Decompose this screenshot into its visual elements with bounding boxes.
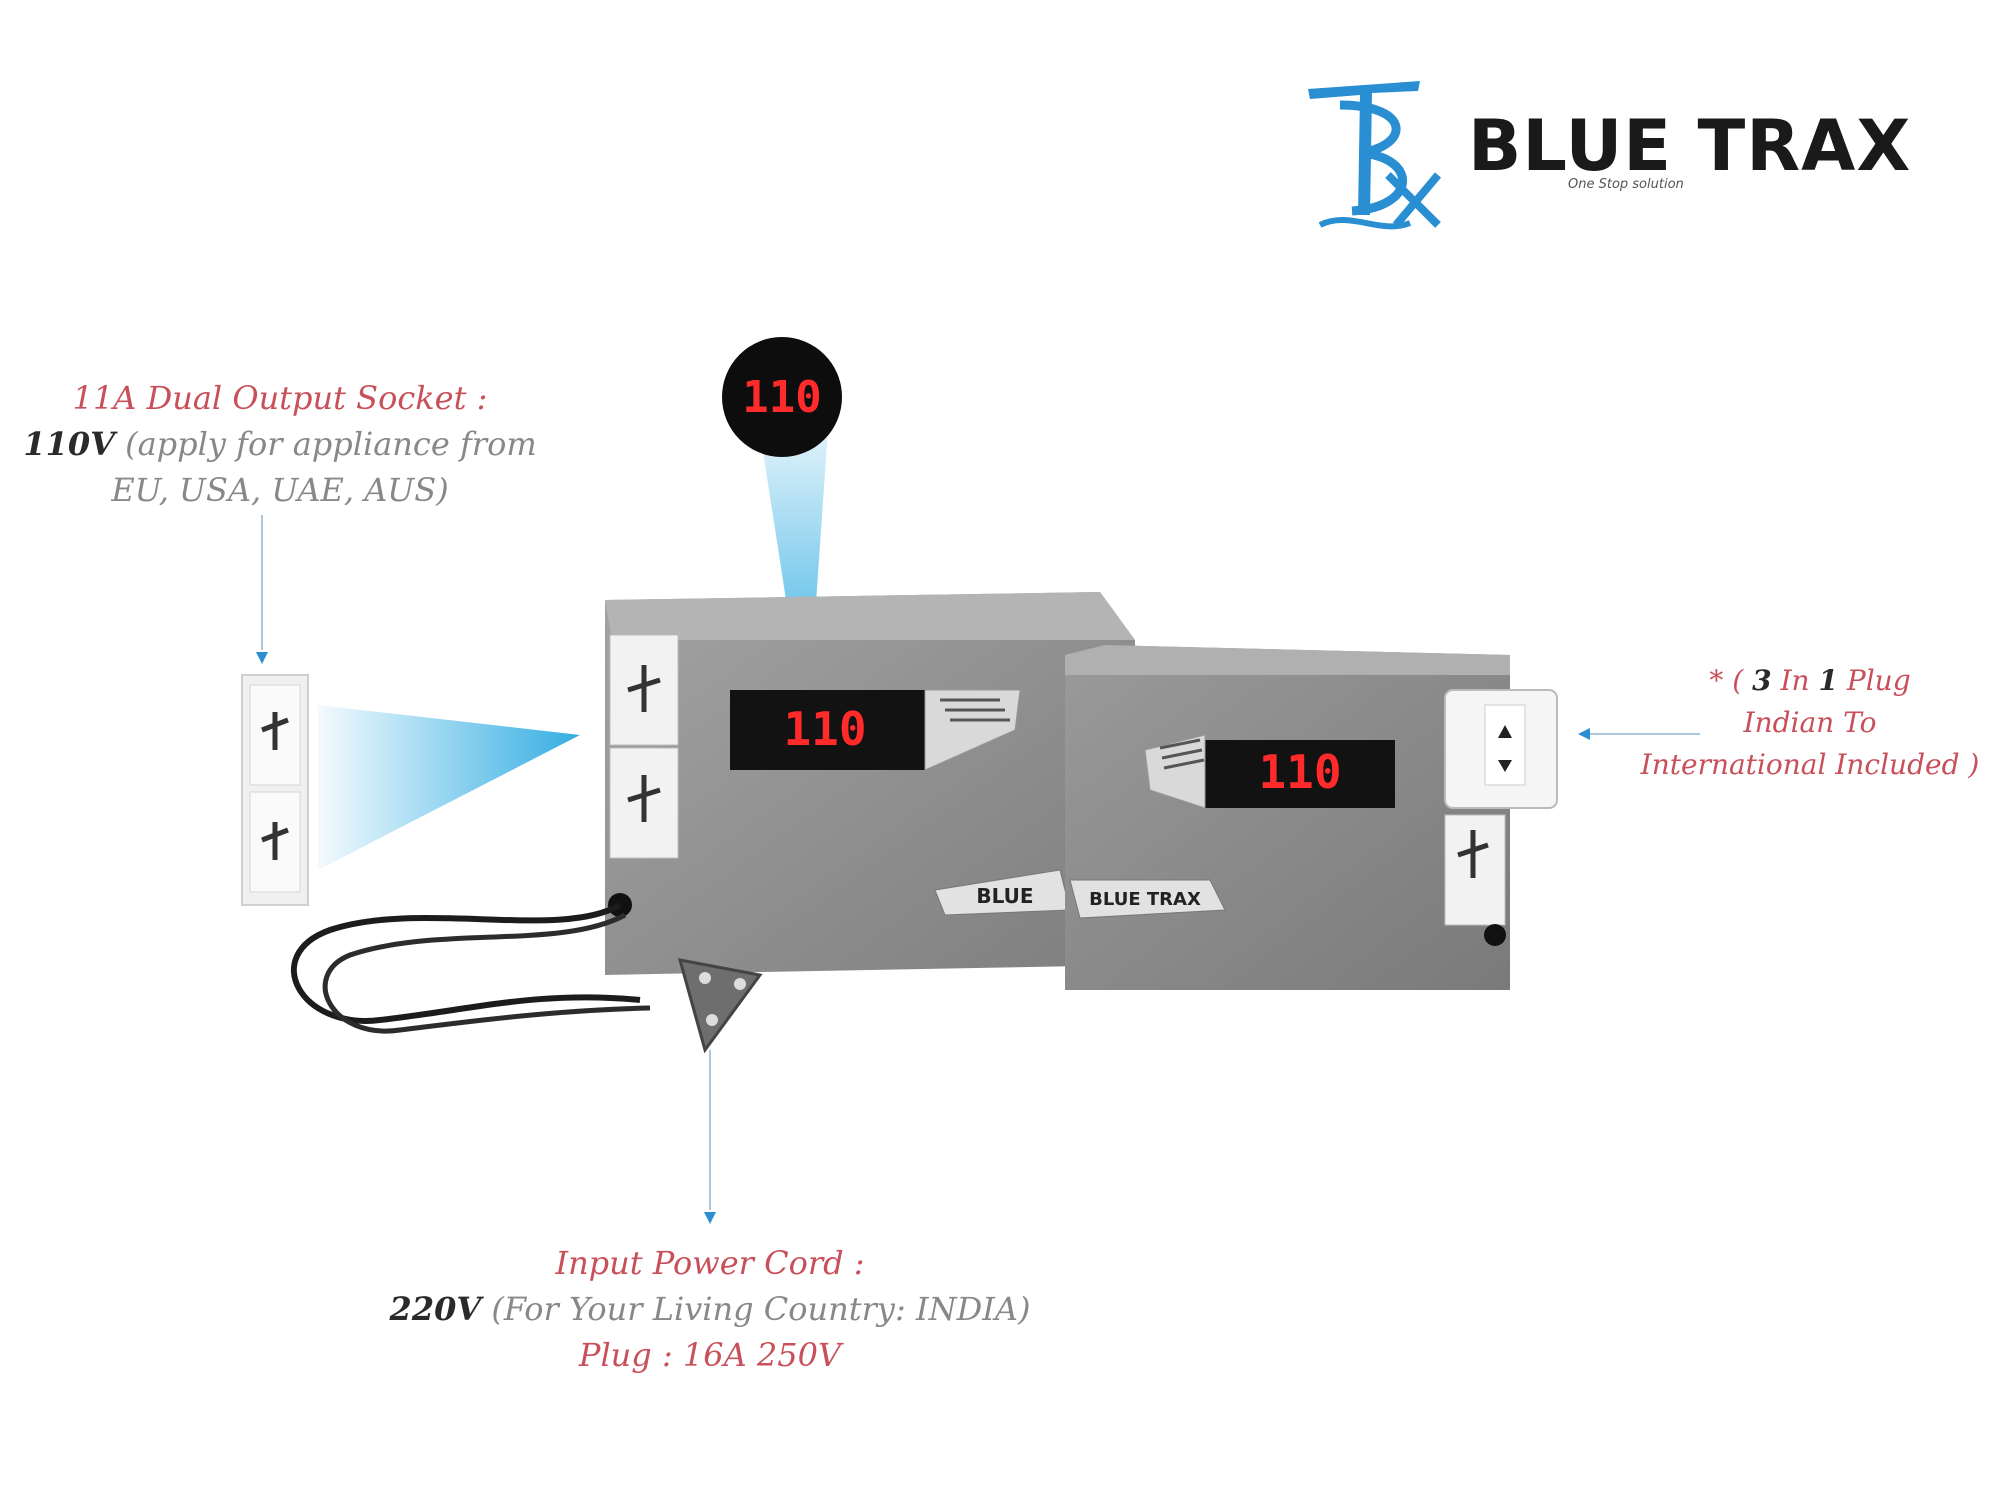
left-converter-unit: 110 BLUE [605,592,1135,975]
output-socket-callout: 11A Dual Output Socket : 110V (apply for… [20,375,540,513]
input-arrow-icon [704,1212,716,1224]
plug-adapter-callout: * ( 3 In 1 Plug Indian To International … [1640,660,1980,786]
output-voltage: 110V [23,425,115,463]
right-unit-badge: BLUE TRAX [1089,889,1201,910]
output-arrow-icon [256,652,268,664]
right-unit-readout: 110 [1258,745,1341,799]
output-regions: EU, USA, UAE, AUS) [111,471,449,509]
plug-suffix: Plug [1846,664,1911,697]
plug-mid: In [1780,664,1810,697]
output-applicability: (apply for appliance from [125,425,537,463]
input-country: (For Your Living Country: INDIA) [491,1290,1031,1328]
right-converter-unit: 110 BLUE TRAX [1065,645,1558,990]
power-cord [290,902,763,1054]
zoomed-socket-panel [241,674,309,906]
socket-zoom-beam [318,705,580,870]
left-unit-badge: BLUE [976,884,1033,908]
output-socket-title: 11A Dual Output Socket : [72,379,488,417]
left-unit-readout: 110 [783,702,866,756]
brand-block: BLUE TRAX One Stop solution [1300,75,1910,235]
brand-name: BLUE TRAX [1468,105,1912,187]
input-voltage: 220V [389,1290,482,1328]
plug-num2: 1 [1818,664,1838,697]
zoom-display-readout: 110 [742,372,821,423]
plug-prefix: * ( [1709,664,1744,697]
plug-line3: International Included ) [1640,748,1980,781]
plug-16a-icon [677,958,763,1054]
input-cord-title: Input Power Cord : [555,1244,865,1282]
input-cord-callout: Input Power Cord : 220V (For Your Living… [350,1240,1070,1378]
input-plug-rating: Plug : 16A 250V [578,1336,842,1374]
bt-monogram-icon [1308,81,1442,230]
brand-tagline: One Stop solution [1568,177,1684,192]
plug-line2: Indian To [1743,706,1877,739]
plug-num: 3 [1752,664,1772,697]
plug-arrow-icon [1578,728,1590,740]
